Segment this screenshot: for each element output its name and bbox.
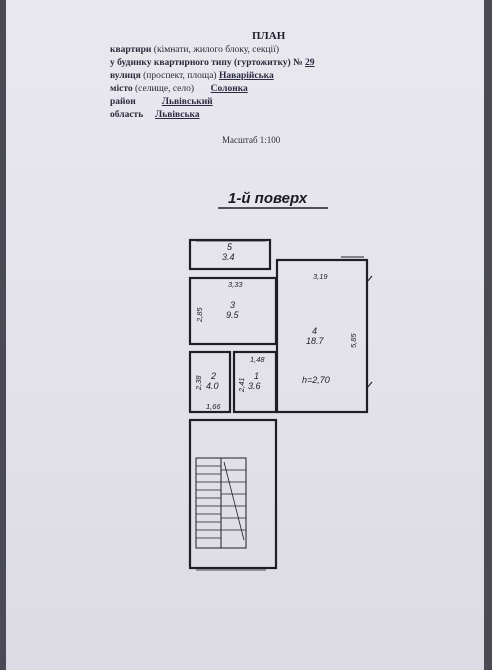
stair-hall-outline xyxy=(188,418,278,570)
ceiling-height: h=2,70 xyxy=(302,375,330,385)
city-rest: (селище, село) xyxy=(135,84,195,94)
district-value: Львівський xyxy=(161,97,213,107)
dim-285: 2,85 xyxy=(195,307,204,323)
room-4-wall-mark-1 xyxy=(366,275,373,283)
room-5-number: 5 xyxy=(227,242,233,252)
street-label: вулиця xyxy=(110,71,141,81)
building-label: у будинку квартирного типу (гуртожитку) … xyxy=(110,58,303,68)
city-label: місто xyxy=(110,84,133,94)
scale-label: Масштаб 1:100 xyxy=(222,135,281,145)
room-4-outline xyxy=(275,258,369,414)
room-1-area: 3.6 xyxy=(248,381,261,391)
dim-238: 2,38 xyxy=(194,375,203,391)
room-3-area: 9.5 xyxy=(226,310,240,320)
header-line-street: вулиця (проспект, площа) Наварійська xyxy=(110,71,274,81)
header-line-city: місто (селище, село) Солонка xyxy=(110,84,248,94)
apartment-label: квартири xyxy=(110,45,152,55)
dim-166: 1,66 xyxy=(206,402,221,411)
room-4-wall-mark-2 xyxy=(366,381,373,389)
room-4-number: 4 xyxy=(312,326,317,336)
header-line-region: область Львівська xyxy=(110,110,200,120)
apartment-rest: (кімнати, жилого блоку, секції) xyxy=(153,45,279,55)
room-2-outline xyxy=(188,350,232,414)
room-2-number: 2 xyxy=(210,371,216,381)
district-label: район xyxy=(110,97,136,107)
floor-plan-drawing: 5 3.4 3 9.5 4 18.7 2 4.0 1 3.6 3,33 3,19… xyxy=(188,207,373,571)
room-4-area: 18.7 xyxy=(306,336,325,346)
room-1-outline xyxy=(232,350,278,414)
floor-title: 1-й поверх xyxy=(228,190,308,207)
region-value: Львівська xyxy=(155,110,200,120)
dim-148: 1,48 xyxy=(250,355,265,364)
header-line-building: у будинку квартирного типу (гуртожитку) … xyxy=(110,58,315,68)
room-1-number: 1 xyxy=(254,371,259,381)
header-line-apartment: квартири (кімнати, жилого блоку, секції) xyxy=(110,45,279,55)
dim-585: 5,85 xyxy=(349,333,358,348)
building-number: 29 xyxy=(305,58,315,68)
room-5-area: 3.4 xyxy=(222,252,235,262)
dim-333: 3,33 xyxy=(228,280,243,289)
street-value: Наварійська xyxy=(218,71,274,81)
room-3-number: 3 xyxy=(230,300,235,310)
room-2-area: 4.0 xyxy=(206,381,219,391)
room-5-outline xyxy=(188,238,272,271)
document-page: ПЛАН квартири (кімнати, жилого блоку, се… xyxy=(6,0,484,670)
region-label: область xyxy=(110,110,144,120)
street-rest: (проспект, площа) xyxy=(143,71,217,81)
plan-title: ПЛАН xyxy=(252,30,286,42)
header-line-district: район Львівський xyxy=(110,97,213,107)
dim-241: 2,41 xyxy=(237,377,246,393)
stair-arrow-line xyxy=(223,461,245,541)
dim-319: 3,19 xyxy=(313,272,328,281)
city-value: Солонка xyxy=(210,84,248,94)
